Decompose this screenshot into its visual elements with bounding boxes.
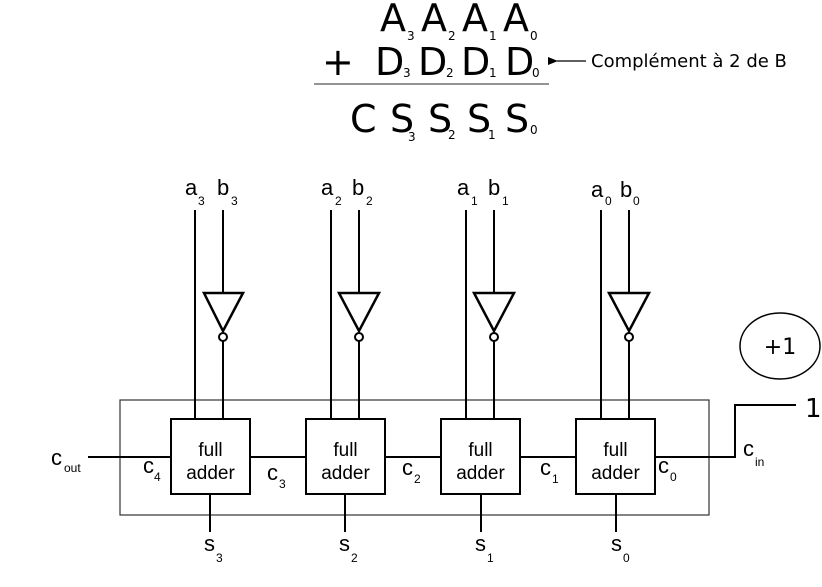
c1-label-sub: 1 [552, 472, 559, 486]
a2-label: a [321, 175, 334, 200]
cout-label-sub: out [64, 461, 81, 475]
b2-label: b [352, 175, 364, 200]
c3-label-sub: 3 [279, 477, 286, 491]
a0-letter: A [503, 0, 529, 40]
a2-letter: A [421, 0, 447, 40]
inverter-0-icon [606, 291, 652, 334]
inverter-3-icon [201, 291, 246, 334]
full-adder-1-line2: adder [456, 463, 505, 484]
equation: A 3 A 2 A 1 A 0 + D 3 D 2 D 1 D 0 Complé… [314, 0, 787, 144]
c3-label: c [267, 460, 278, 485]
s2-label-sub: 2 [351, 551, 358, 565]
cin-label: c [743, 436, 754, 461]
s0-label-sub: 0 [623, 551, 630, 565]
inverter-1-bubble [489, 332, 499, 342]
s0-index: 0 [530, 123, 538, 137]
a3-index: 3 [407, 29, 415, 43]
d2-letter: D [418, 40, 447, 84]
a2-label-sub: 2 [335, 194, 342, 208]
s3-label-sub: 3 [216, 551, 223, 565]
full-adder-3-line1: full [198, 440, 222, 461]
d2-index: 2 [446, 66, 454, 80]
a1-index: 1 [489, 29, 497, 43]
cin-label-sub: in [755, 455, 764, 469]
inverter-2-icon [336, 291, 382, 334]
d3-index: 3 [403, 66, 411, 80]
inverter-1-icon [471, 291, 517, 334]
c4-label: c [143, 453, 154, 478]
a0-label: a [591, 177, 604, 202]
s0-letter: S [505, 97, 529, 141]
a0-label-sub: 0 [605, 194, 612, 208]
a3-label-sub: 3 [198, 194, 205, 208]
carry-letter: C [350, 97, 377, 141]
b0-label-sub: 0 [633, 194, 640, 208]
cout-label: c [51, 445, 62, 470]
a2-index: 2 [448, 29, 456, 43]
plus-one-text: +1 [764, 335, 796, 360]
plus-one-bubble [739, 312, 821, 380]
a1-letter: A [462, 0, 488, 40]
full-adder-0 [575, 418, 656, 495]
s1-letter: S [467, 97, 491, 141]
s3-letter: S [390, 97, 414, 141]
d1-letter: D [461, 40, 490, 84]
plus-sign: + [322, 40, 354, 84]
b1-label-sub: 1 [502, 194, 509, 208]
a0-index: 0 [530, 29, 538, 43]
circuit: full adder full adder full adder [51, 175, 822, 565]
a1-label: a [457, 175, 470, 200]
full-adder-0-line2: adder [591, 463, 640, 484]
c1-label: c [540, 455, 551, 480]
stage-2: full adder [305, 210, 386, 532]
inverter-0-bubble [624, 332, 634, 342]
s2-label: s [339, 531, 350, 556]
s1-label-sub: 1 [487, 551, 494, 565]
s0-label: s [611, 531, 622, 556]
c4-label-sub: 4 [154, 470, 161, 484]
s3-label: s [204, 531, 215, 556]
full-adder-0-line1: full [603, 440, 627, 461]
d0-letter: D [505, 40, 534, 84]
s3-index: 3 [408, 130, 416, 144]
s1-index: 1 [488, 128, 496, 142]
full-adder-1-line1: full [468, 440, 492, 461]
b2-label-sub: 2 [366, 194, 373, 208]
c2-label-sub: 2 [414, 472, 421, 486]
cin-constant: 1 [805, 394, 822, 424]
d1-index: 1 [489, 66, 497, 80]
d3-letter: D [375, 40, 404, 84]
a3-label: a [185, 175, 198, 200]
c0-label-sub: 0 [670, 470, 677, 484]
b3-label: b [217, 175, 229, 200]
b3-label-sub: 3 [231, 194, 238, 208]
a3-letter: A [380, 0, 406, 40]
a1-label-sub: 1 [471, 194, 478, 208]
inverter-3-bubble [218, 332, 228, 342]
s2-letter: S [428, 97, 452, 141]
b1-label: b [488, 175, 500, 200]
b0-label: b [620, 177, 632, 202]
inverter-2-bubble [354, 332, 364, 342]
s1-label: s [475, 531, 486, 556]
stage-0: full adder [575, 210, 656, 532]
c0-label: c [658, 453, 669, 478]
s2-index: 2 [448, 128, 456, 142]
full-adder-2-line2: adder [321, 463, 370, 484]
full-adder-2 [305, 418, 386, 495]
cin-wire [655, 404, 796, 458]
annotation-text: Complément à 2 de B [591, 51, 787, 72]
c2-label: c [402, 455, 413, 480]
full-adder-2-line1: full [333, 440, 357, 461]
d0-index: 0 [532, 66, 540, 80]
stage-1: full adder [440, 210, 521, 532]
stage-3: full adder [170, 210, 251, 532]
full-adder-3-line2: adder [186, 463, 235, 484]
